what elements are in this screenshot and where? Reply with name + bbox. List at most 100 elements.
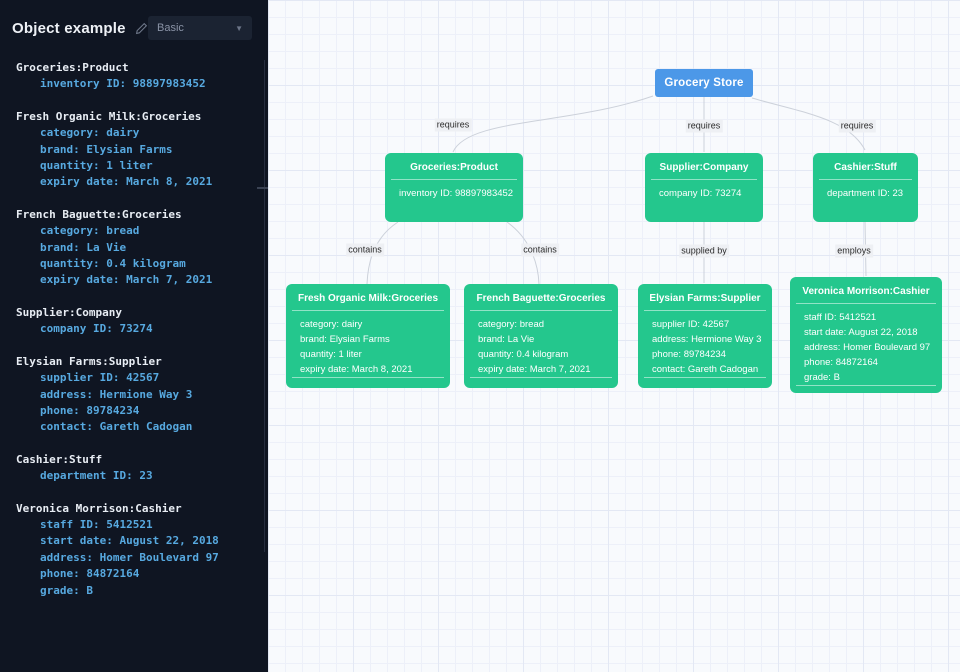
object-title: Groceries:Product (16, 61, 129, 74)
node-attribute: address: Hermione Way 3 (652, 334, 762, 345)
object-block: Veronica Morrison:Cashier staff ID: 5412… (16, 501, 258, 599)
object-attribute: phone: 89784234 (40, 403, 140, 417)
node-attribute: category: dairy (300, 319, 363, 330)
node-groceries-product[interactable]: Groceries:Product inventory ID: 98897983… (385, 153, 523, 222)
node-veronica-morrison[interactable]: Veronica Morrison:Cashier staff ID: 5412… (790, 277, 942, 393)
node-supplier-company[interactable]: Supplier:Company company ID: 73274 (645, 153, 763, 222)
object-title: Veronica Morrison:Cashier (16, 501, 182, 515)
node-attribute: quantity: 1 liter (300, 349, 362, 360)
object-block: Cashier:Stuff department ID: 23 (16, 452, 258, 485)
node-title: Cashier:Stuff (834, 162, 897, 173)
edge-label: employs (835, 244, 873, 258)
object-attribute: brand: La Vie (40, 240, 127, 254)
node-attribute: company ID: 73274 (659, 188, 742, 199)
node-attribute: supplier ID: 42567 (652, 319, 730, 330)
node-divider (651, 179, 757, 180)
object-attribute: expiry date: March 8, 2021 (40, 175, 213, 189)
node-divider (644, 310, 766, 311)
sidebar-header: Object example Basic ▼ (0, 0, 268, 48)
node-attribute: expiry date: March 8, 2021 (300, 364, 413, 375)
node-attribute: category: bread (478, 319, 545, 330)
node-attribute: brand: Elysian Farms (300, 334, 390, 345)
object-attribute: address: Homer Boulevard 97 (40, 550, 219, 564)
node-divider (292, 377, 444, 378)
node-divider (796, 303, 936, 304)
edge-requires-1 (452, 95, 654, 153)
object-attribute: phone: 84872164 (40, 567, 140, 581)
object-attribute: contact: Gareth Cadogan (40, 420, 193, 434)
node-attribute: phone: 84872164 (804, 357, 878, 368)
object-title: Fresh Organic Milk:Groceries (16, 109, 202, 123)
node-title: Groceries:Product (410, 162, 498, 173)
node-title: Veronica Morrison:Cashier (802, 286, 930, 297)
node-title: Grocery Store (664, 77, 744, 89)
object-attribute: inventory ID: 98897983452 (40, 77, 206, 91)
node-divider (470, 310, 612, 311)
object-title: Cashier:Stuff (16, 452, 103, 466)
node-attribute: contact: Gareth Cadogan (652, 364, 759, 375)
node-attribute: address: Homer Boulevard 97 (804, 342, 931, 353)
object-attribute: quantity: 0.4 kilogram (40, 257, 186, 271)
node-divider (644, 377, 766, 378)
object-attribute: supplier ID: 42567 (40, 371, 160, 385)
object-attribute: department ID: 23 (40, 469, 153, 483)
node-attribute: phone: 89784234 (652, 349, 726, 360)
object-attribute: grade: B (40, 583, 93, 597)
node-french-baguette[interactable]: French Baguette:Groceries category: brea… (464, 284, 618, 388)
object-attribute: brand: Elysian Farms (40, 142, 173, 156)
object-block: Elysian Farms:Supplier supplier ID: 4256… (16, 354, 258, 436)
object-definitions: Groceries:Product inventory ID: 98897983… (0, 48, 268, 599)
node-attribute: inventory ID: 98897983452 (399, 188, 514, 199)
node-elysian-farms[interactable]: Elysian Farms:Supplier supplier ID: 4256… (638, 284, 772, 388)
object-title: French Baguette:Groceries (16, 207, 182, 221)
node-divider (796, 385, 936, 386)
object-attribute: address: Hermione Way 3 (40, 387, 193, 401)
node-attribute: department ID: 23 (827, 188, 904, 199)
edge-label: requires (434, 118, 472, 132)
object-attribute: quantity: 1 liter (40, 159, 153, 173)
object-block: Fresh Organic Milk:Groceries category: d… (16, 109, 258, 191)
object-block: French Baguette:Groceries category: brea… (16, 207, 258, 289)
node-divider (391, 179, 517, 180)
sidebar: Object example Basic ▼ Groceries:Product… (0, 0, 268, 672)
node-attribute: staff ID: 5412521 (804, 312, 877, 323)
node-cashier-stuff[interactable]: Cashier:Stuff department ID: 23 (813, 153, 918, 222)
edge-label: requires (838, 119, 876, 133)
node-attribute: brand: La Vie (478, 334, 535, 345)
object-block: Supplier:Company company ID: 73274 (16, 305, 258, 338)
object-attribute: staff ID: 5412521 (40, 517, 153, 531)
edge-label: requires (685, 119, 723, 133)
object-title: Supplier:Company (16, 305, 122, 319)
node-divider (819, 179, 912, 180)
edit-pencil-icon[interactable] (135, 22, 148, 35)
mode-dropdown-value: Basic (157, 22, 184, 34)
object-attribute: category: dairy (40, 126, 140, 140)
object-attribute: expiry date: March 7, 2021 (40, 273, 213, 287)
object-block: Groceries:Product inventory ID: 98897983… (16, 60, 258, 93)
node-fresh-organic-milk[interactable]: Fresh Organic Milk:Groceries category: d… (286, 284, 450, 388)
node-title: French Baguette:Groceries (476, 293, 606, 304)
object-attribute: start date: August 22, 2018 (40, 534, 219, 548)
node-title: Fresh Organic Milk:Groceries (297, 293, 439, 304)
mode-dropdown[interactable]: Basic ▼ (148, 16, 252, 40)
node-grocery-store[interactable]: Grocery Store (655, 69, 753, 97)
node-title: Elysian Farms:Supplier (649, 293, 761, 304)
object-title: Elysian Farms:Supplier (16, 354, 162, 368)
node-attribute: quantity: 0.4 kilogram (478, 349, 569, 360)
chevron-down-icon: ▼ (235, 23, 243, 33)
node-divider (292, 310, 444, 311)
page-title: Object example (12, 19, 126, 37)
node-attribute: start date: August 22, 2018 (804, 327, 918, 338)
node-divider (470, 377, 612, 378)
edge-label: contains (346, 243, 384, 257)
diagram-canvas[interactable]: requires requires requires contains cont… (268, 0, 960, 672)
node-attribute: grade: B (804, 372, 840, 383)
edge-label: supplied by (679, 244, 729, 258)
sidebar-scrollbar[interactable] (264, 60, 265, 552)
node-title: Supplier:Company (659, 162, 749, 173)
node-attribute: expiry date: March 7, 2021 (478, 364, 591, 375)
object-attribute: category: bread (40, 224, 140, 238)
panel-resize-handle[interactable] (257, 187, 268, 189)
edge-label: contains (521, 243, 559, 257)
